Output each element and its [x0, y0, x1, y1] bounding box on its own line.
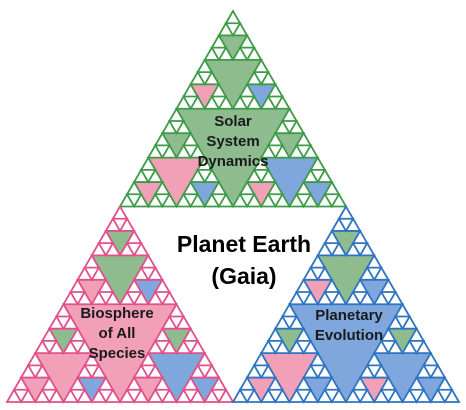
- left-section-l-t-l-hole-d3: [40, 340, 58, 355]
- top-label-line-1: Solar: [214, 113, 252, 130]
- top-section-r-l-l-hole-d3: [238, 193, 256, 209]
- top-section-t-t-t-hole-d3: [224, 22, 242, 38]
- right-section-l-t-r-hole-d3: [295, 340, 313, 355]
- triangle-layer: [5, 9, 461, 404]
- right-section-r-t-t-hole-d3: [393, 315, 412, 331]
- top-section-r-t-l-hole-d3: [266, 144, 284, 160]
- right-section-t-t-t-hole-d3: [337, 217, 355, 233]
- left-label-line-2: of All: [99, 325, 136, 342]
- left-section-l-r-r-hole-d3: [97, 388, 115, 404]
- top-section-l-t-l-hole-d3: [153, 144, 171, 160]
- right-section-l-t-l-hole-d3: [266, 340, 284, 355]
- left-label-line-1: Biosphere: [80, 305, 153, 322]
- right-section-t-t-l-hole-d3: [323, 242, 341, 258]
- top-section-t-l-r-hole-d3: [210, 95, 228, 111]
- top-section-l-t-r-hole-d3: [182, 144, 200, 160]
- right-section-l-l-l-hole-d3: [238, 388, 256, 404]
- left-section-r-l-r-hole-d3: [153, 388, 171, 404]
- left-section-t-l-l-hole-d3: [69, 291, 87, 307]
- right-section-l-r-r-hole-d3: [323, 388, 341, 404]
- right-section-r-l-l-hole-d3: [351, 388, 369, 404]
- left-section-t-t-r-hole-d3: [125, 242, 143, 258]
- top-section-r-l-t-hole-d3: [252, 168, 270, 184]
- top-section-t-t-r-hole-d3: [238, 46, 256, 62]
- left-section-l-r-t-hole-d3: [83, 364, 101, 380]
- left-section-l-l-t-hole-d3: [26, 364, 44, 380]
- left-section-l-r-l-hole-d3: [69, 388, 87, 404]
- left-section-t-t-l-hole-d3: [97, 242, 115, 258]
- left-label-line-3: Species: [89, 345, 146, 362]
- right-section-r-r-r-hole-d3: [436, 388, 454, 404]
- top-section-t-r-r-hole-d3: [266, 95, 284, 111]
- right-section-r-r-t-hole-d3: [422, 364, 440, 380]
- left-section-r-t-r-hole-d3: [182, 340, 200, 355]
- left-section-t-l-r-hole-d3: [97, 291, 115, 307]
- top-section-l-l-t-hole-d3: [139, 168, 157, 184]
- top-section-l-r-l-hole-d3: [182, 193, 200, 209]
- left-section-t-r-r-hole-d3: [153, 291, 171, 307]
- top-section-t-l-t-hole-d3: [196, 71, 214, 87]
- left-section-r-l-l-hole-d3: [125, 388, 143, 404]
- right-section-l-t-t-hole-d3: [280, 315, 299, 331]
- top-section-r-r-r-hole-d3: [323, 193, 341, 209]
- top-section-r-r-l-hole-d3: [295, 193, 313, 209]
- right-section-l-r-l-hole-d3: [295, 388, 313, 404]
- left-section-l-t-r-hole-d3: [69, 340, 87, 355]
- left-section-r-r-t-hole-d3: [196, 364, 214, 380]
- left-section-r-t-l-hole-d3: [153, 340, 171, 355]
- top-section-t-r-l-hole-d3: [238, 95, 256, 111]
- right-section-t-l-r-hole-d3: [323, 291, 341, 307]
- right-section-t-r-t-hole-d3: [365, 266, 383, 282]
- left-section-r-r-l-hole-d3: [182, 388, 200, 404]
- right-section-l-l-r-hole-d3: [266, 388, 284, 404]
- center-title-line-2: (Gaia): [211, 263, 276, 289]
- left-section-t-l-t-hole-d3: [83, 266, 101, 282]
- top-section-l-l-l-hole-d3: [125, 193, 143, 209]
- right-section-l-l-t-hole-d3: [252, 364, 270, 380]
- right-section-r-t-r-hole-d3: [408, 340, 426, 355]
- right-section-t-r-r-hole-d3: [379, 291, 397, 307]
- top-section-r-t-r-hole-d3: [295, 144, 313, 160]
- right-label-line-2: Evolution: [315, 327, 383, 344]
- top-section-l-l-r-hole-d3: [153, 193, 171, 209]
- label-layer: Solar System Dynamics Biosphere of All S…: [80, 113, 383, 362]
- top-label-line-3: Dynamics: [198, 153, 269, 170]
- top-section-l-r-r-hole-d3: [210, 193, 228, 209]
- top-section-l-r-t-hole-d3: [196, 168, 214, 184]
- left-section-l-l-l-hole-d3: [12, 388, 30, 404]
- left-section-r-l-t-hole-d3: [139, 364, 157, 380]
- left-section-t-r-l-hole-d3: [125, 291, 143, 307]
- right-section-l-r-t-hole-d3: [309, 364, 327, 380]
- top-section-l-t-t-hole-d3: [167, 120, 186, 135]
- right-section-r-l-r-hole-d3: [379, 388, 397, 404]
- left-section-r-t-t-hole-d3: [167, 315, 186, 331]
- left-section-l-t-t-hole-d3: [54, 315, 73, 331]
- top-section-r-t-t-hole-d3: [280, 120, 299, 135]
- top-section-t-l-l-hole-d3: [182, 95, 200, 111]
- right-section-r-t-l-hole-d3: [379, 340, 397, 355]
- right-section-r-r-l-hole-d3: [408, 388, 426, 404]
- top-section-r-r-t-hole-d3: [309, 168, 327, 184]
- left-section-r-r-r-hole-d3: [210, 388, 228, 404]
- top-section-t-t-l-hole-d3: [210, 46, 228, 62]
- left-section-t-r-t-hole-d3: [139, 266, 157, 282]
- right-label-line-1: Planetary: [315, 307, 383, 324]
- top-label-line-2: System: [206, 133, 259, 150]
- right-section-t-r-l-hole-d3: [351, 291, 369, 307]
- top-section-r-l-r-hole-d3: [266, 193, 284, 209]
- left-section-l-l-r-hole-d3: [40, 388, 58, 404]
- right-section-t-t-r-hole-d3: [351, 242, 369, 258]
- center-title-line-1: Planet Earth: [177, 231, 311, 257]
- top-section-t-r-t-hole-d3: [252, 71, 270, 87]
- left-section-t-t-t-hole-d3: [111, 217, 129, 233]
- right-section-t-l-t-hole-d3: [309, 266, 327, 282]
- right-section-t-l-l-hole-d3: [295, 291, 313, 307]
- right-section-r-l-t-hole-d3: [365, 364, 383, 380]
